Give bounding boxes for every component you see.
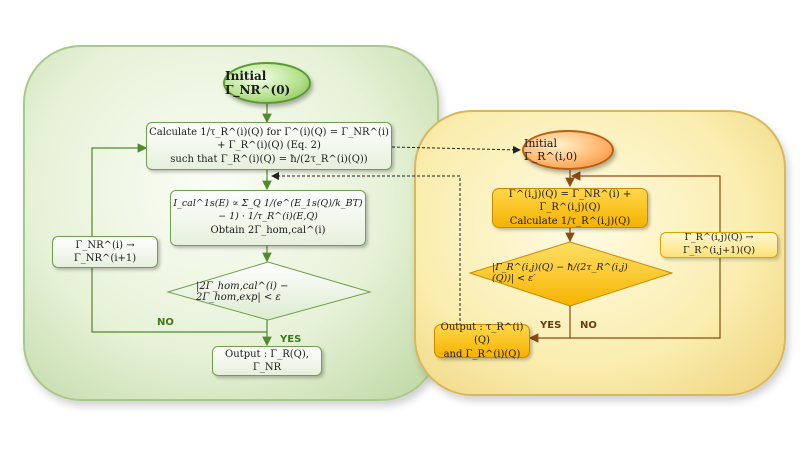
right-no-label: NO: [580, 320, 597, 331]
left-update-box: Γ_NR^(i) → Γ_NR^(i+1): [52, 236, 158, 268]
left-calc-line1: Calculate 1/τ_R^(i)(Q) for Γ^(i)(Q) = Γ_…: [149, 126, 389, 152]
right-update-text: Γ_R^(i,j)(Q) → Γ_R^(i,j+1)(Q): [682, 232, 756, 256]
right-output-box: Output : τ_R^(i)(Q) and Γ_R^(i)(Q): [434, 321, 530, 360]
left-yes-label: YES: [280, 334, 302, 345]
right-calculate-box: Γ^(i,j)(Q) = Γ_NR^(i) + Γ_R^(i,j)(Q) Cal…: [492, 188, 648, 228]
left-update-text: Γ_NR^(i) → Γ_NR^(i+1): [73, 239, 137, 265]
left-obtain-text: Obtain 2Γ_hom,cal^(i): [210, 225, 326, 237]
left-calculate-box: Calculate 1/τ_R^(i)(Q) for Γ^(i)(Q) = Γ_…: [146, 122, 392, 170]
left-formula-box: I_cal^1s(E) ∝ Σ_Q 1/(e^(E_1s(Q)/k_BT) − …: [170, 190, 366, 246]
right-output-line1: Output : τ_R^(i)(Q): [440, 321, 524, 347]
left-start-label: Initial Γ_NR^(0): [225, 69, 291, 97]
left-start-oval: Initial Γ_NR^(0): [223, 62, 311, 104]
right-yes-label: YES: [540, 320, 562, 331]
left-output-text: Output : Γ_R(Q), Γ_NR: [225, 348, 309, 374]
right-calc-line1: Γ^(i,j)(Q) = Γ_NR^(i) + Γ_R^(i,j)(Q): [508, 188, 632, 214]
left-decision-diamond: [166, 261, 372, 321]
left-intensity-formula: I_cal^1s(E) ∝ Σ_Q 1/(e^(E_1s(Q)/k_BT) − …: [173, 198, 363, 223]
right-condition-text: |Γ_R^(i,j)(Q) − ħ/(2τ_R^(i,j)(Q))| < ε′: [492, 262, 628, 284]
right-start-oval: Initial Γ_R^(i,0): [522, 130, 614, 170]
right-update-box: Γ_R^(i,j)(Q) → Γ_R^(i,j+1)(Q): [660, 232, 778, 258]
left-no-label: NO: [157, 317, 174, 328]
right-start-label: Initial Γ_R^(i,0): [524, 137, 578, 163]
left-condition-text: |2Γ_hom,cal^(i) − 2Γ_hom,exp| < ε: [196, 281, 289, 303]
left-calc-line2: such that Γ_R^(i)(Q) = ħ/(2τ_R^(i)(Q)): [170, 153, 368, 165]
right-calc-line2: Calculate 1/τ_R^(i,j)(Q): [509, 215, 631, 227]
left-output-box: Output : Γ_R(Q), Γ_NR: [212, 346, 322, 376]
right-output-line2: and Γ_R^(i)(Q): [443, 348, 521, 360]
